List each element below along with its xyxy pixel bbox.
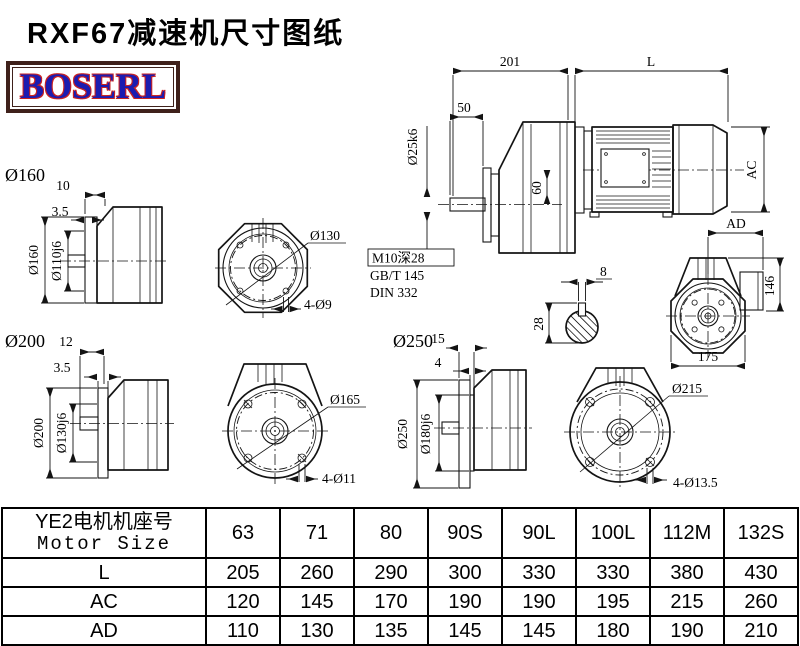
front-view-flange-250: Ø215 4-Ø13.5	[564, 367, 718, 490]
table-cell: 145	[427, 615, 501, 644]
dim-dia-130: Ø130j6	[54, 413, 69, 454]
dim-bolt-circle-130: Ø130	[310, 228, 340, 243]
table-cell: 135	[353, 615, 427, 644]
dimension-table: YE2电机机座号 Motor Size 63 71 80 90S 90L 100…	[1, 507, 799, 646]
dim-3-5b: 3.5	[54, 360, 71, 375]
flange-160-heading: Ø160	[5, 165, 45, 185]
dim-3-5: 3.5	[52, 204, 69, 219]
dim-shaft-dia: Ø25k6	[405, 128, 420, 165]
dim-175: 175	[698, 349, 719, 364]
table-row-label: L	[3, 557, 205, 586]
table-cell: 195	[575, 586, 649, 615]
dim-4: 4	[435, 355, 442, 370]
table-cell: 110	[205, 615, 279, 644]
table-header-cell: 112M	[649, 509, 723, 557]
dim-holes-4x9: 4-Ø9	[304, 297, 332, 312]
table-cell: 330	[501, 557, 575, 586]
page-title: RXF67减速机尺寸图纸	[27, 18, 345, 50]
table-header-motor-size: YE2电机机座号 Motor Size	[3, 509, 205, 557]
dim-AC: AC	[744, 161, 759, 180]
table-cell: 290	[353, 557, 427, 586]
table-cell: 180	[575, 615, 649, 644]
dim-L: L	[647, 54, 655, 69]
table-cell: 260	[723, 586, 797, 615]
table-cell: 380	[649, 557, 723, 586]
table-cell: 145	[279, 586, 353, 615]
dim-dia-180: Ø180j6	[418, 414, 433, 455]
dim-bolt-circle-215: Ø215	[672, 381, 702, 396]
dim-15: 15	[431, 331, 445, 346]
dim-AD: AD	[726, 216, 746, 231]
note-gbt-145: GB/T 145	[370, 268, 424, 283]
dim-key-width: 8	[600, 264, 607, 279]
dim-12: 12	[59, 334, 73, 349]
dim-dia-200: Ø200	[31, 418, 46, 448]
dim-bolt-circle-165: Ø165	[330, 392, 360, 407]
dim-201: 201	[500, 54, 520, 69]
table-header-cell: 80	[353, 509, 427, 557]
table-cell: 300	[427, 557, 501, 586]
table-cell: 210	[723, 615, 797, 644]
note-din-332: DIN 332	[370, 285, 418, 300]
table-cell: 145	[501, 615, 575, 644]
dim-10: 10	[56, 178, 70, 193]
table-header-cell: 71	[279, 509, 353, 557]
tapped-hole-note: M10深28 GB/T 145 DIN 332	[367, 248, 455, 300]
motor-size-label-cn: YE2电机机座号	[35, 511, 173, 533]
side-view-reducer-motor: 201 L 50 Ø25k6 60	[405, 54, 770, 254]
table-cell: 190	[501, 586, 575, 615]
table-cell: 330	[575, 557, 649, 586]
note-m10-depth: M10深28	[372, 251, 425, 266]
flange-250-heading: Ø250	[393, 331, 433, 351]
table-cell: 190	[649, 615, 723, 644]
flange-200-heading: Ø200	[5, 331, 45, 351]
table-row-label: AC	[3, 586, 205, 615]
dim-60: 60	[529, 181, 544, 195]
side-view-flange-250: Ø250 15 4 Ø250 Ø180j6	[393, 331, 532, 489]
table-cell: 120	[205, 586, 279, 615]
table-cell: 190	[427, 586, 501, 615]
table-header-cell: 90L	[501, 509, 575, 557]
table-row-label: AD	[3, 615, 205, 644]
front-view-motor-side: AD 146 175	[666, 216, 784, 370]
motor-size-label-en: Motor Size	[36, 533, 172, 555]
table-cell: 215	[649, 586, 723, 615]
dim-holes-4x11: 4-Ø11	[322, 471, 356, 486]
boserl-logo: BOSERL	[6, 61, 181, 113]
dim-holes-4x13-5: 4-Ø13.5	[673, 475, 718, 490]
front-view-flange-200: Ø165 4-Ø11	[222, 363, 366, 486]
table-cell: 130	[279, 615, 353, 644]
dim-dia-250: Ø250	[395, 419, 410, 449]
dimension-drawing: 201 L 50 Ø25k6 60	[5, 54, 784, 490]
boserl-logo-text: BOSERL	[20, 66, 167, 106]
table-header-cell: 63	[205, 509, 279, 557]
dim-key-height: 28	[531, 317, 546, 331]
shaft-key-section: 8 28	[531, 264, 612, 344]
dim-dia-160: Ø160	[26, 245, 41, 275]
table-cell: 170	[353, 586, 427, 615]
table-cell: 260	[279, 557, 353, 586]
table-header-cell: 90S	[427, 509, 501, 557]
table-cell: 205	[205, 557, 279, 586]
dim-dia-110: Ø110j6	[49, 241, 64, 281]
front-view-flange-160: Ø130 4-Ø9	[215, 218, 346, 318]
table-cell: 430	[723, 557, 797, 586]
side-view-flange-160: Ø160 10 3.5 Ø160 Ø110j6	[5, 165, 168, 304]
table-header-cell: 100L	[575, 509, 649, 557]
dim-50: 50	[457, 100, 471, 115]
table-header-cell: 132S	[723, 509, 797, 557]
dim-146: 146	[762, 276, 777, 297]
side-view-flange-200: Ø200 12 3.5 Ø200 Ø130j6	[5, 331, 174, 479]
